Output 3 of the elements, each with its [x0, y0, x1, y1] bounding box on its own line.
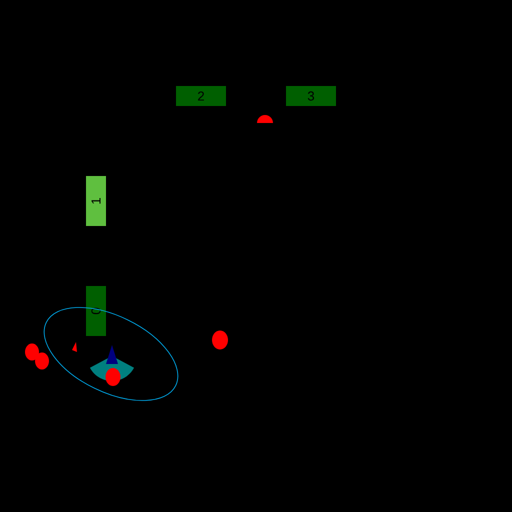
landmark-box: 3	[286, 86, 336, 106]
landmark-box: 2	[176, 86, 226, 106]
landmark-box: 1	[86, 176, 106, 226]
